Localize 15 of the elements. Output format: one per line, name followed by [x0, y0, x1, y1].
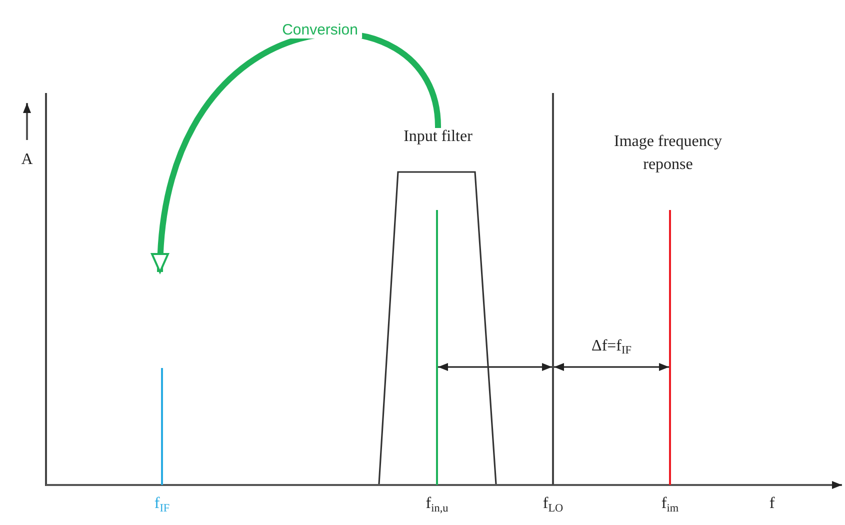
double-arrow — [438, 363, 552, 371]
axis-label: A — [21, 150, 33, 170]
filter-label: Input filter — [402, 128, 474, 146]
axis-label: Image frequency reponse — [613, 132, 723, 176]
spectral-line — [161, 368, 163, 485]
spectral-line — [669, 210, 671, 485]
frequency-label: f$_{im}$ — [661, 494, 679, 516]
spectral-line — [436, 210, 438, 485]
frequency-label: f$_{LO}$ — [542, 494, 564, 516]
frequency-label: f$_{in,u}$ — [426, 494, 448, 516]
axis-label: f — [769, 494, 775, 514]
spectral-line — [552, 93, 554, 485]
conversion-arrow — [152, 30, 441, 273]
double-arrow — [554, 363, 669, 371]
frequency-label: f$_{IF}$ — [154, 494, 170, 516]
